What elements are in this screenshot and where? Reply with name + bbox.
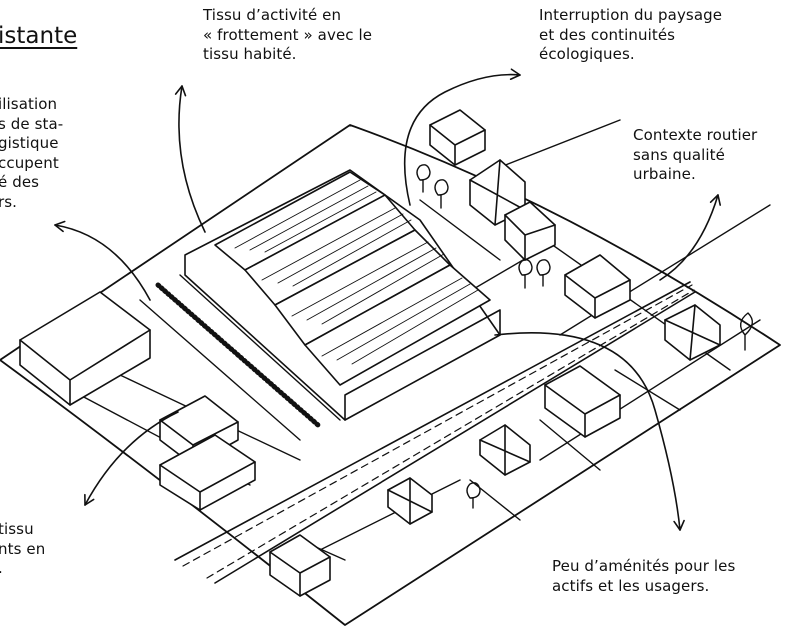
house: [505, 202, 555, 260]
annotation-contexte-routier: Contexte routier sans qualité urbaine.: [633, 126, 758, 183]
arrow-utilisation: [55, 225, 150, 300]
annotation-arrows: [55, 75, 718, 530]
ground-outline: [0, 125, 780, 625]
annotation-interruption-paysage: Interruption du paysage et des continuit…: [539, 6, 723, 63]
arrow-contexte-routier: [660, 195, 718, 280]
house: [20, 292, 150, 405]
house: [270, 535, 330, 596]
house: [545, 366, 620, 437]
house: [430, 110, 485, 165]
annotation-tissu-fragment: tissu nts en .: [0, 520, 46, 577]
parking-strip: [140, 275, 340, 440]
annotation-tissu-activite: Tissu d’activité en « frottement » avec …: [203, 6, 373, 63]
road: [175, 282, 695, 583]
houses: [20, 110, 720, 596]
arrow-tissu-fragment: [85, 412, 178, 505]
arrow-amenites: [495, 333, 680, 530]
arrow-interruption-paysage: [405, 75, 520, 205]
annotation-utilisation: ilisation s de sta- gistique ccupent é d…: [0, 95, 64, 211]
arrow-tissu-activite: [179, 86, 205, 232]
annotation-amenites: Peu d’aménités pour les actifs et les us…: [552, 557, 736, 595]
page-title: istante: [0, 23, 78, 49]
warehouse-block: [185, 170, 500, 420]
house: [565, 255, 630, 318]
trees: [417, 165, 752, 508]
house: [160, 435, 255, 510]
